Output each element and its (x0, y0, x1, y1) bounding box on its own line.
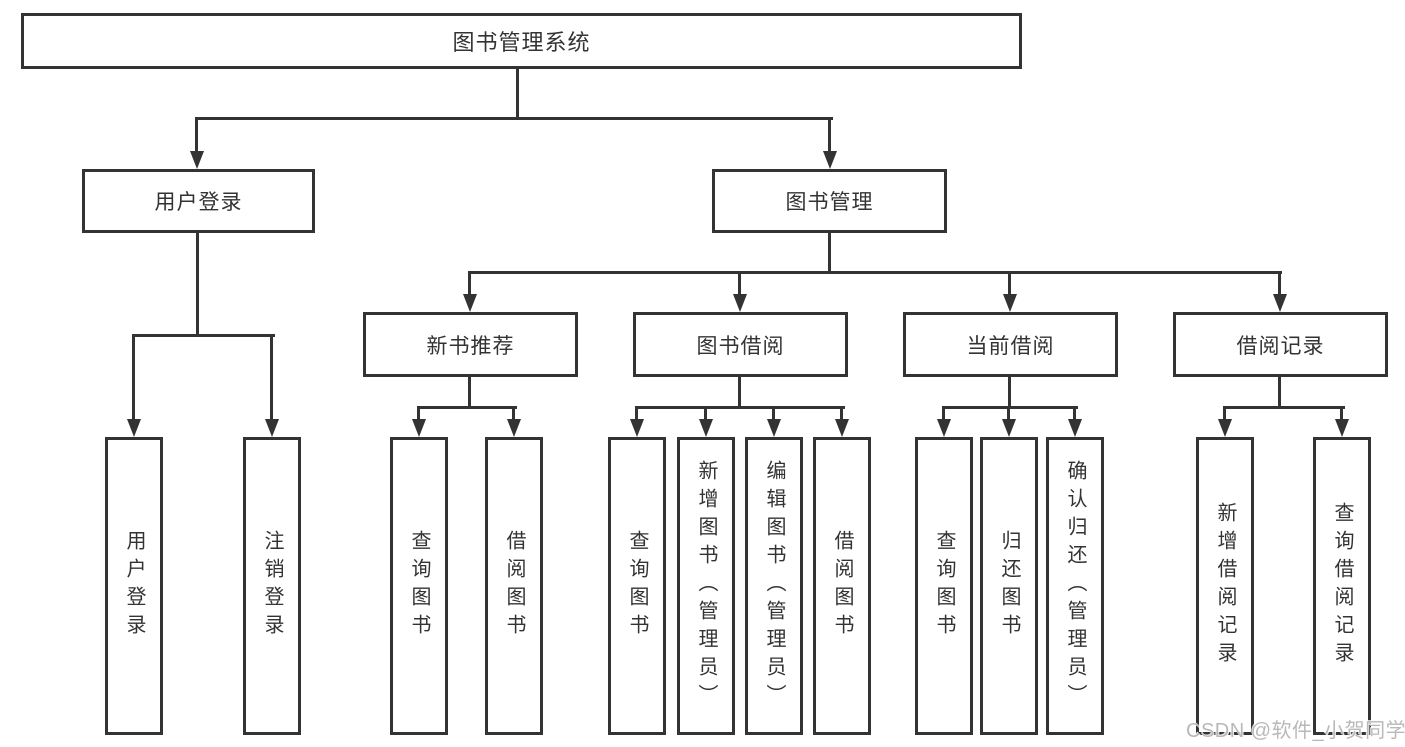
arrowhead-new-book (463, 294, 477, 312)
arrowhead-sec2-leaf1 (1002, 419, 1016, 437)
node-book-borrow-label: 图书借阅 (696, 334, 785, 358)
leaf-add-borrow-record-label: 新增借阅记录 (1214, 502, 1236, 670)
connector-sec2-rail (942, 406, 1078, 409)
node-user-login-label: 用户登录 (154, 191, 243, 214)
connector-root-stem (516, 69, 519, 119)
node-borrow-record-label: 借阅记录 (1236, 334, 1325, 358)
connector-sec1-drop1 (704, 408, 707, 422)
connector-drop-book-borrow (738, 273, 741, 297)
connector-sec0-stem (468, 377, 471, 409)
connector-level2-rail (195, 117, 833, 120)
node-borrow-record: 借阅记录 (1173, 312, 1388, 377)
leaf-logout-label: 注销登录 (261, 530, 283, 642)
connector-sec2-drop0 (942, 408, 945, 422)
leaf-query-books-current-label: 查询图书 (933, 530, 955, 642)
arrowhead-sec1-leaf3 (835, 419, 849, 437)
leaf-query-books-recommend: 查询图书 (390, 437, 448, 735)
connector-sec1-rail (635, 406, 845, 409)
node-current-borrow: 当前借阅 (903, 312, 1118, 377)
node-current-borrow-label: 当前借阅 (966, 334, 1055, 358)
leaf-confirm-return-admin-label: 确认归还（管理员） (1064, 460, 1086, 712)
connector-sec3-drop0 (1223, 408, 1226, 422)
connector-sec1-drop0 (635, 408, 638, 422)
node-root-system: 图书管理系统 (21, 13, 1022, 69)
arrowhead-sec0-leaf1 (507, 419, 521, 437)
arrowhead-book-borrow (733, 294, 747, 312)
arrowhead-sec1-leaf2 (767, 419, 781, 437)
node-book-borrow: 图书借阅 (633, 312, 848, 377)
leaf-borrow-books-label: 借阅图书 (831, 530, 853, 642)
arrowhead-leaf-logout (265, 419, 279, 437)
connector-drop-leaf-logout (270, 336, 273, 422)
arrowhead-leaf-login (127, 419, 141, 437)
leaf-add-book-admin: 新增图书（管理员） (677, 437, 735, 735)
node-new-book-recommend: 新书推荐 (363, 312, 578, 377)
leaf-logout: 注销登录 (243, 437, 301, 735)
connector-user-login-rail (132, 334, 275, 337)
connector-sec0-rail (417, 406, 517, 409)
connector-drop-book-manage (828, 119, 831, 153)
arrowhead-sec2-leaf0 (937, 419, 951, 437)
connector-sec1-drop2 (772, 408, 775, 422)
leaf-user-login: 用户登录 (105, 437, 163, 735)
leaf-query-borrow-record: 查询借阅记录 (1313, 437, 1371, 735)
arrowhead-user-login (190, 151, 204, 169)
leaf-query-books-borrow-label: 查询图书 (626, 530, 648, 642)
arrowhead-sec1-leaf1 (699, 419, 713, 437)
leaf-add-book-admin-label: 新增图书（管理员） (695, 460, 717, 712)
leaf-query-books-recommend-label: 查询图书 (408, 530, 430, 642)
arrowhead-sec2-leaf2 (1068, 419, 1082, 437)
leaf-borrow-books: 借阅图书 (813, 437, 871, 735)
leaf-return-book-label: 归还图书 (998, 530, 1020, 642)
connector-drop-leaf-login (132, 336, 135, 422)
leaf-query-borrow-record-label: 查询借阅记录 (1331, 502, 1353, 670)
node-book-manage-label: 图书管理 (785, 191, 874, 214)
arrowhead-sec1-leaf0 (630, 419, 644, 437)
connector-sec1-stem (738, 377, 741, 409)
connector-drop-user-login (195, 119, 198, 153)
leaf-query-books-current: 查询图书 (915, 437, 973, 735)
arrowhead-sec3-leaf1 (1335, 419, 1349, 437)
arrowhead-sec3-leaf0 (1218, 419, 1232, 437)
connector-sec3-rail (1223, 406, 1345, 409)
leaf-user-login-label: 用户登录 (123, 530, 145, 642)
node-new-book-recommend-label: 新书推荐 (426, 334, 515, 358)
leaf-add-borrow-record: 新增借阅记录 (1196, 437, 1254, 735)
connector-sec2-drop1 (1007, 408, 1010, 422)
node-root-label: 图书管理系统 (452, 30, 591, 55)
arrowhead-sec0-leaf0 (412, 419, 426, 437)
connector-sections-rail (468, 271, 1282, 274)
connector-sec3-drop1 (1340, 408, 1343, 422)
leaf-confirm-return-admin: 确认归还（管理员） (1046, 437, 1104, 735)
arrowhead-borrow-record (1273, 294, 1287, 312)
connector-sec0-drop0 (417, 408, 420, 422)
connector-drop-new-book (468, 273, 471, 297)
leaf-edit-book-admin: 编辑图书（管理员） (745, 437, 803, 735)
connector-user-login-stem (196, 233, 199, 337)
arrowhead-book-manage (823, 151, 837, 169)
connector-sec1-drop3 (840, 408, 843, 422)
leaf-edit-book-admin-label: 编辑图书（管理员） (763, 460, 785, 712)
connector-sec3-stem (1278, 377, 1281, 409)
csdn-watermark: CSDN @软件_小贺同学 (1186, 720, 1405, 742)
node-book-manage: 图书管理 (712, 169, 947, 233)
connector-drop-current-borrow (1008, 273, 1011, 297)
connector-book-manage-stem (828, 233, 831, 273)
arrowhead-current-borrow (1003, 294, 1017, 312)
connector-drop-borrow-record (1278, 273, 1281, 297)
connector-sec2-drop2 (1073, 408, 1076, 422)
connector-sec0-drop1 (512, 408, 515, 422)
connector-sec2-stem (1008, 377, 1011, 409)
leaf-query-books-borrow: 查询图书 (608, 437, 666, 735)
leaf-borrow-books-recommend-label: 借阅图书 (503, 530, 525, 642)
node-user-login: 用户登录 (82, 169, 315, 233)
leaf-return-book: 归还图书 (980, 437, 1038, 735)
leaf-borrow-books-recommend: 借阅图书 (485, 437, 543, 735)
